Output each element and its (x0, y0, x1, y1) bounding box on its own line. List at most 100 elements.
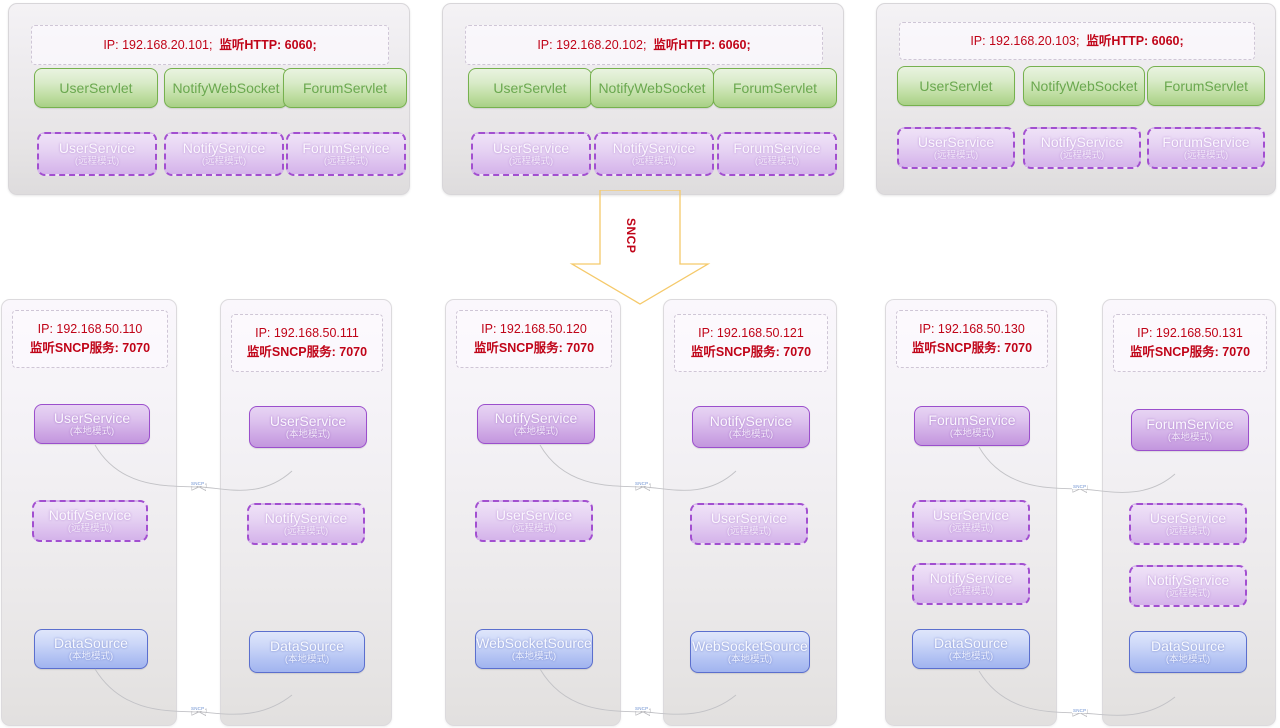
ip-header: IP: 192.168.50.110 监听SNCP服务: 7070 (12, 310, 168, 368)
node-mode: (本地模式) (949, 428, 995, 439)
service-box-remote[interactable]: UserService (远程模式) (897, 127, 1015, 169)
servlet-box[interactable]: UserServlet (34, 68, 158, 108)
node-mode: (远程模式) (74, 156, 120, 167)
connector-label: SNCP (634, 481, 650, 486)
service-box-remote[interactable]: NotifyService (远程模式) (912, 563, 1030, 605)
node-mode: (远程模式) (201, 156, 247, 167)
servlet-box[interactable]: NotifyWebSocket (164, 68, 288, 108)
ip-address: IP: 192.168.50.110 (37, 322, 143, 336)
service-box-remote[interactable]: NotifyService (远程模式) (32, 500, 148, 542)
service-box-remote[interactable]: NotifyService (远程模式) (1023, 127, 1141, 169)
node-mode: (远程模式) (1183, 150, 1229, 161)
node-title: NotifyService (929, 570, 1013, 586)
ip-listen: 监听SNCP服务: 7070 (690, 345, 812, 359)
sncp-arrow-icon (569, 190, 711, 305)
ip-listen: 监听SNCP服务: 7070 (246, 345, 368, 359)
servlet-box[interactable]: UserServlet (468, 68, 592, 108)
ip-listen: 监听HTTP: 6060; (653, 37, 751, 52)
service-box-remote[interactable]: ForumService (远程模式) (1147, 127, 1265, 169)
ip-header: IP: 192.168.20.103; 监听HTTP: 6060; (899, 22, 1255, 60)
service-box-local[interactable]: UserService (本地模式) (249, 406, 367, 448)
ip-header: IP: 192.168.50.120 监听SNCP服务: 7070 (456, 310, 612, 368)
datasource-box[interactable]: WebSocketSource (本地模式) (475, 629, 593, 669)
service-box-local[interactable]: NotifyService (本地模式) (692, 406, 810, 448)
node-title: ForumService (302, 140, 390, 156)
node-title: NotifyService (48, 507, 132, 523)
node-title: NotifyWebSocket (598, 80, 706, 96)
node-title: ForumServlet (302, 80, 388, 96)
service-box-remote[interactable]: UserService (远程模式) (690, 503, 808, 545)
service-box-remote[interactable]: UserService (远程模式) (475, 500, 593, 542)
connector-label: SNCP (1072, 484, 1088, 489)
ip-listen: 监听HTTP: 6060; (219, 37, 317, 52)
ip-header: IP: 192.168.50.111 监听SNCP服务: 7070 (231, 314, 383, 372)
ip-header: IP: 192.168.20.101; 监听HTTP: 6060; (31, 25, 389, 65)
ip-address: IP: 192.168.50.130 (919, 322, 1025, 336)
datasource-box[interactable]: WebSocketSource (本地模式) (690, 631, 810, 673)
service-node-panel-131: IP: 192.168.50.131 监听SNCP服务: 7070 ForumS… (1102, 299, 1276, 726)
node-mode: (本地模式) (948, 651, 994, 662)
node-mode: (远程模式) (948, 523, 994, 534)
service-box-remote[interactable]: NotifyService (远程模式) (594, 132, 714, 176)
node-title: UserService (58, 140, 136, 156)
servlet-box[interactable]: NotifyWebSocket (590, 68, 714, 108)
node-mode: (远程模式) (67, 523, 113, 534)
node-mode: (本地模式) (69, 426, 115, 437)
datasource-box[interactable]: DataSource (本地模式) (249, 631, 365, 673)
service-box-remote[interactable]: ForumService (远程模式) (286, 132, 406, 176)
service-node-panel-130: IP: 192.168.50.130 监听SNCP服务: 7070 ForumS… (885, 299, 1057, 726)
ip-address: IP: 192.168.50.111 (255, 326, 359, 340)
node-mode: (远程模式) (726, 526, 772, 537)
service-box-remote[interactable]: NotifyService (远程模式) (1129, 565, 1247, 607)
ip-address: IP: 192.168.50.121 (698, 326, 804, 340)
node-title: DataSource (1151, 638, 1225, 654)
connector-label: SNCP (634, 706, 650, 711)
service-box-remote[interactable]: UserService (远程模式) (37, 132, 157, 176)
service-box-remote[interactable]: UserService (远程模式) (1129, 503, 1247, 545)
node-title: ForumServlet (1163, 78, 1249, 94)
node-title: NotifyService (612, 140, 696, 156)
node-title: NotifyWebSocket (1030, 78, 1138, 94)
node-title: NotifyService (494, 410, 578, 426)
app-server-panel-2: IP: 192.168.20.102; 监听HTTP: 6060; UserSe… (442, 3, 844, 195)
node-mode: (本地模式) (285, 429, 331, 440)
service-box-local[interactable]: ForumService (本地模式) (914, 406, 1030, 446)
servlet-box[interactable]: NotifyWebSocket (1023, 66, 1145, 106)
connector-label: SNCP (1072, 708, 1088, 713)
datasource-box[interactable]: DataSource (本地模式) (34, 629, 148, 669)
service-box-local[interactable]: ForumService (本地模式) (1131, 409, 1249, 451)
ip-address: IP: 192.168.50.120 (481, 322, 587, 336)
node-title: ForumService (1146, 416, 1234, 432)
node-title: UserService (1149, 510, 1227, 526)
servlet-box[interactable]: ForumServlet (713, 68, 837, 108)
servlet-box[interactable]: ForumServlet (283, 68, 407, 108)
service-box-local[interactable]: UserService (本地模式) (34, 404, 150, 444)
service-box-remote[interactable]: UserService (远程模式) (912, 500, 1030, 542)
node-title: WebSocketSource (692, 638, 808, 654)
node-mode: (本地模式) (1167, 432, 1213, 443)
node-mode: (远程模式) (283, 526, 329, 537)
servlet-box[interactable]: ForumServlet (1147, 66, 1265, 106)
node-title: NotifyWebSocket (172, 80, 280, 96)
servlet-box[interactable]: UserServlet (897, 66, 1015, 106)
ip-header: IP: 192.168.50.130 监听SNCP服务: 7070 (896, 310, 1048, 368)
service-box-remote[interactable]: NotifyService (远程模式) (164, 132, 284, 176)
connector-label: SNCP (190, 706, 206, 711)
service-box-local[interactable]: NotifyService (本地模式) (477, 404, 595, 444)
service-box-remote[interactable]: ForumService (远程模式) (717, 132, 837, 176)
node-mode: (远程模式) (754, 156, 800, 167)
ip-listen: 监听SNCP服务: 7070 (29, 341, 151, 355)
datasource-box[interactable]: DataSource (本地模式) (912, 629, 1030, 669)
node-mode: (本地模式) (511, 651, 557, 662)
ip-header: IP: 192.168.50.121 监听SNCP服务: 7070 (674, 314, 828, 372)
node-title: UserServlet (919, 78, 993, 94)
app-server-panel-1: IP: 192.168.20.101; 监听HTTP: 6060; UserSe… (8, 3, 410, 195)
node-title: UserServlet (59, 80, 133, 96)
datasource-box[interactable]: DataSource (本地模式) (1129, 631, 1247, 673)
service-box-remote[interactable]: NotifyService (远程模式) (247, 503, 365, 545)
node-title: UserService (932, 507, 1010, 523)
connector-label: SNCP (190, 481, 206, 486)
ip-address: IP: 192.168.20.103; (970, 33, 1080, 48)
service-box-remote[interactable]: UserService (远程模式) (471, 132, 591, 176)
